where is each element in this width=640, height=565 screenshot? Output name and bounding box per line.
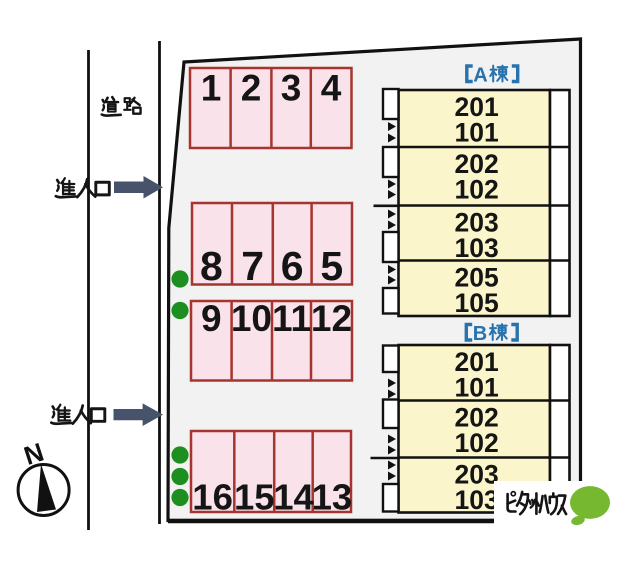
svg-text:7: 7 xyxy=(241,243,264,289)
svg-text:10: 10 xyxy=(231,298,272,339)
svg-text:12: 12 xyxy=(311,298,352,339)
svg-text:A: A xyxy=(473,65,487,87)
svg-text:101: 101 xyxy=(454,118,498,148)
svg-text:2: 2 xyxy=(241,67,262,108)
svg-text:11: 11 xyxy=(272,298,311,339)
svg-text:9: 9 xyxy=(201,298,222,339)
svg-text:102: 102 xyxy=(454,428,498,458)
svg-text:102: 102 xyxy=(454,175,498,205)
svg-text:103: 103 xyxy=(454,233,498,263)
svg-text:B: B xyxy=(473,323,487,345)
svg-text:4: 4 xyxy=(321,67,342,108)
svg-text:5: 5 xyxy=(320,243,343,289)
svg-text:205: 205 xyxy=(454,263,498,293)
svg-text:16: 16 xyxy=(192,477,233,518)
svg-text:8: 8 xyxy=(200,243,223,289)
svg-text:3: 3 xyxy=(281,67,302,108)
svg-text:6: 6 xyxy=(281,243,304,289)
svg-text:13: 13 xyxy=(312,477,353,518)
svg-text:15: 15 xyxy=(234,477,275,518)
svg-text:202: 202 xyxy=(454,403,498,433)
svg-text:201: 201 xyxy=(454,347,498,377)
svg-text:202: 202 xyxy=(454,149,498,179)
svg-text:105: 105 xyxy=(454,288,498,318)
svg-text:203: 203 xyxy=(454,208,498,238)
svg-text:203: 203 xyxy=(454,460,498,490)
svg-text:101: 101 xyxy=(454,373,498,403)
svg-text:1: 1 xyxy=(201,67,222,108)
svg-text:103: 103 xyxy=(454,485,498,515)
svg-text:14: 14 xyxy=(273,477,314,518)
svg-text:201: 201 xyxy=(454,92,498,122)
